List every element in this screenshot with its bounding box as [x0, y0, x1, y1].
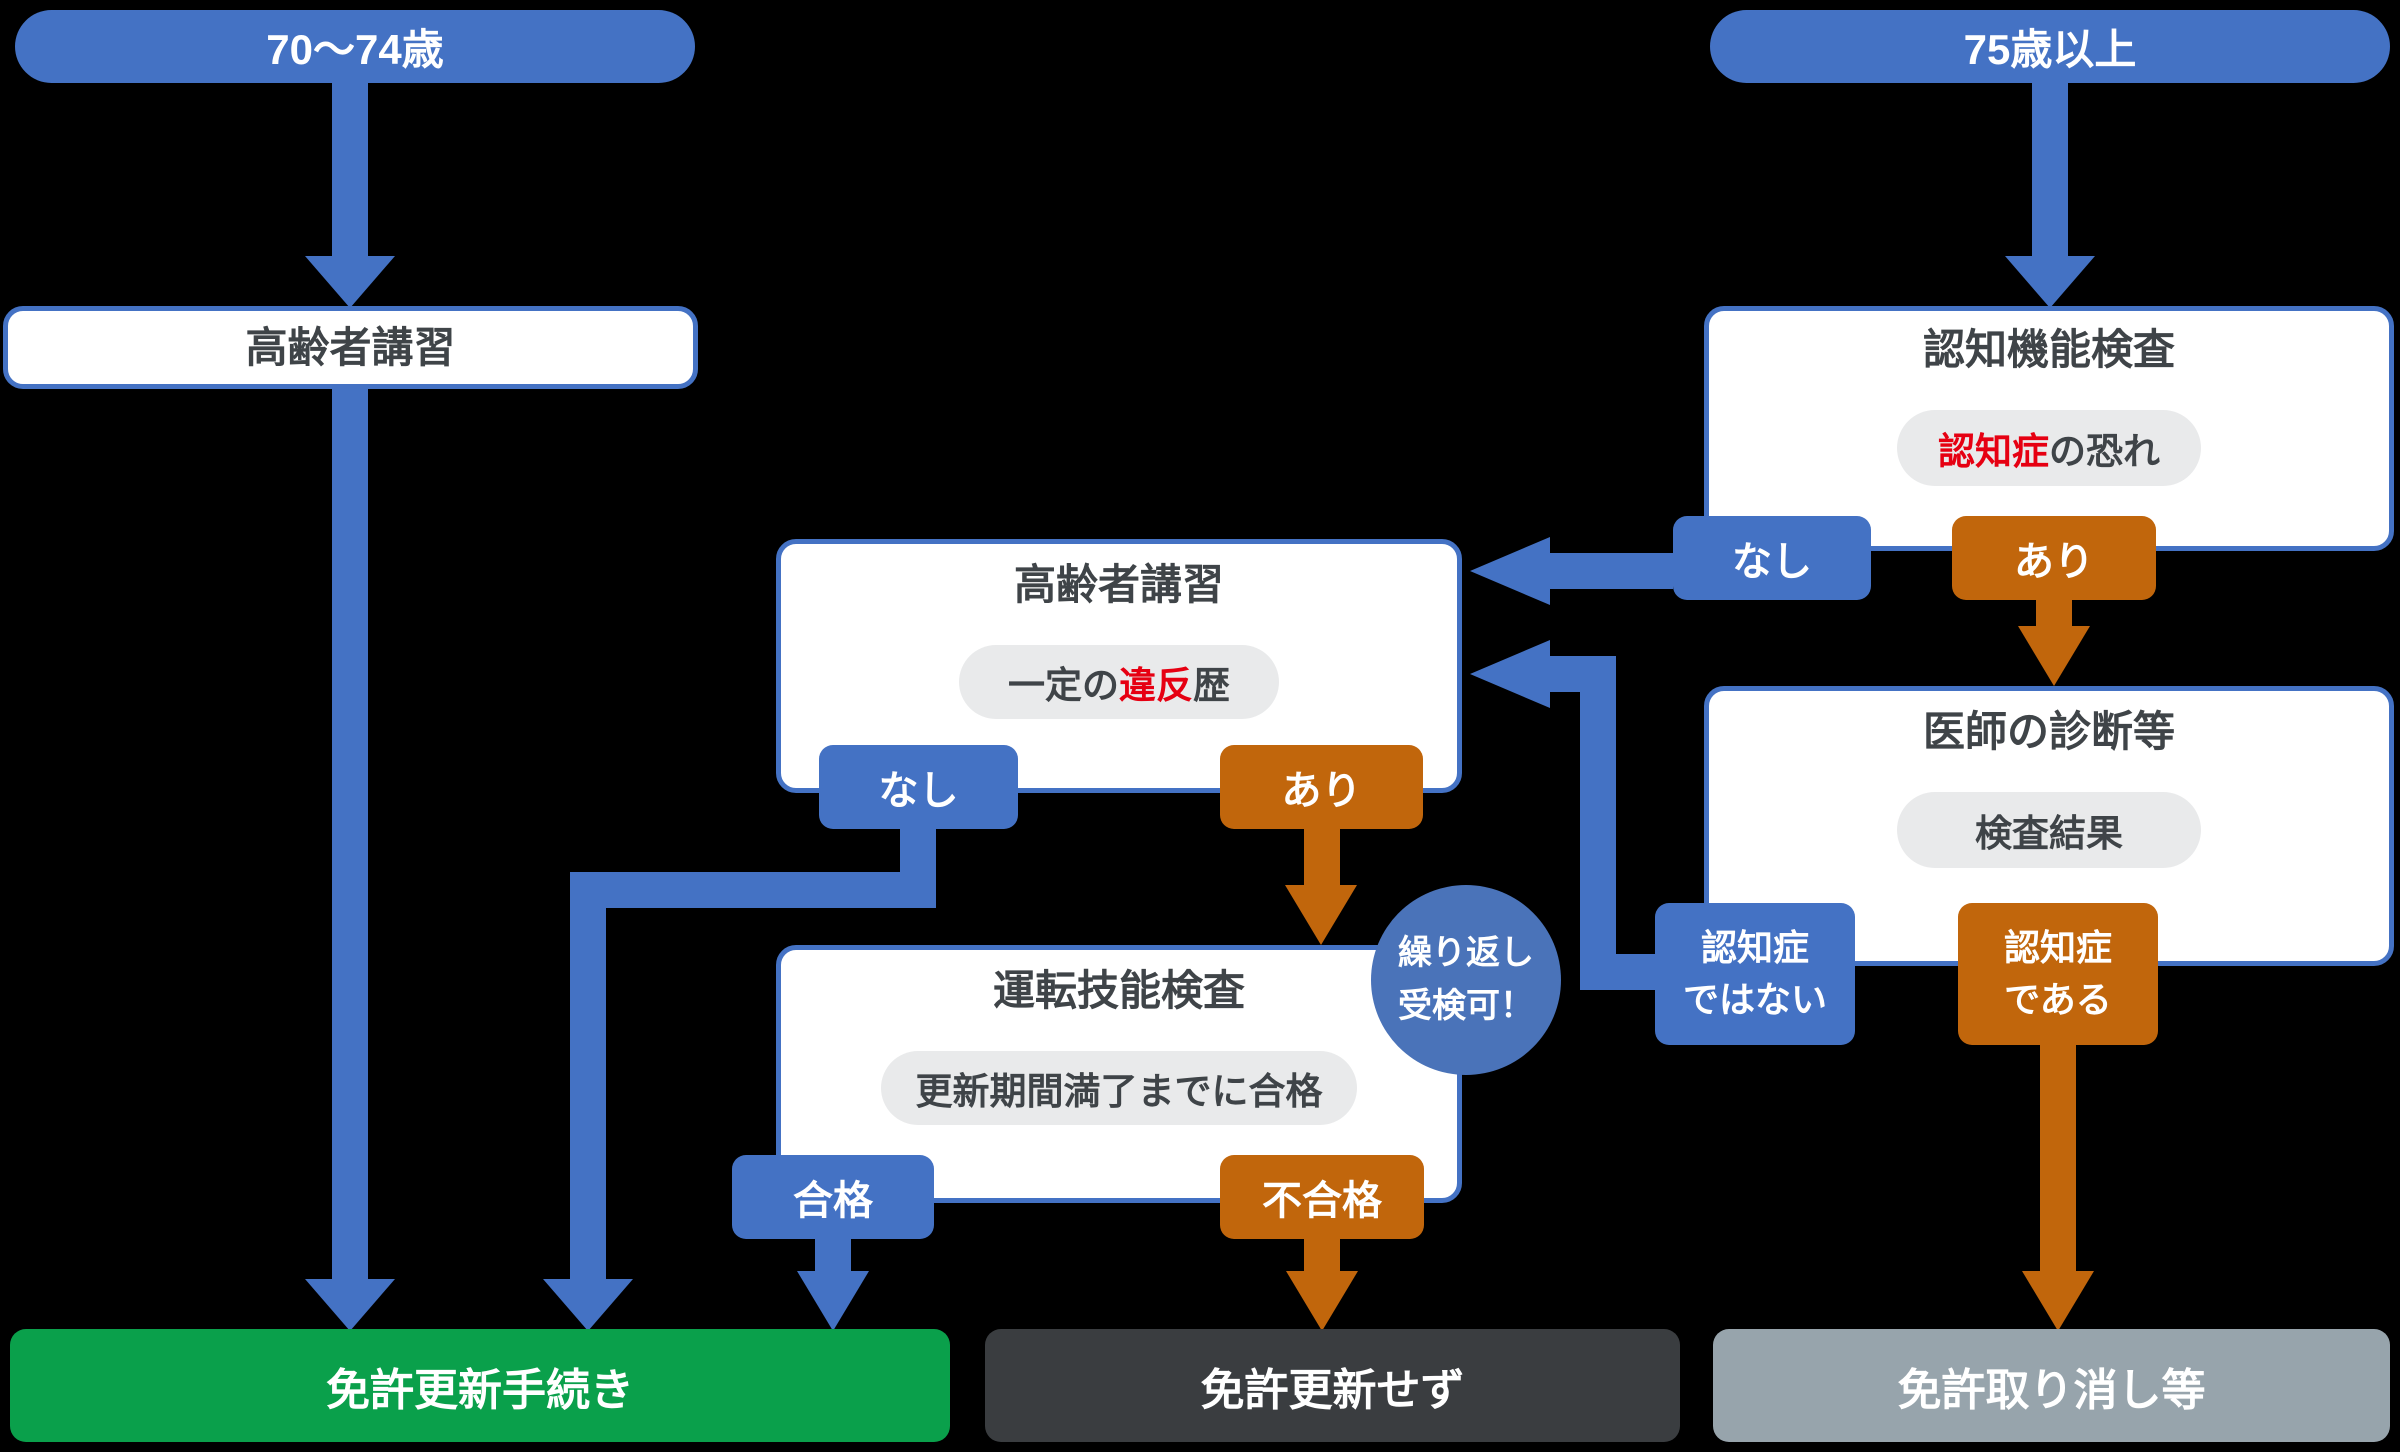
arrow-none-1-shaft — [1550, 553, 1673, 589]
node-cognitive-test: 認知機能検査 認知症の恐れ — [1704, 306, 2394, 551]
node-skill-test-title: 運転技能検査 — [992, 967, 1245, 1014]
start-pill-75-plus: 75歳以上 — [1710, 10, 2390, 83]
tag-not-dementia-line1: 認知症 — [1700, 926, 1809, 968]
node-doctor-title: 医師の診断等 — [1922, 708, 2175, 755]
note-repeat-line2: 受検可！ — [1398, 987, 1534, 1025]
note-repeat-circle: 繰り返し 受検可！ — [1371, 885, 1561, 1075]
violation-text-red: 違反 — [1119, 665, 1193, 707]
doctor-result-pill: 検査結果 — [1897, 792, 2201, 869]
arrow-75-down-head — [2005, 256, 2095, 308]
tag-none-2-label: なし — [878, 769, 959, 813]
arrow-75-down-shaft — [2032, 80, 2068, 258]
arrow-is-dementia-shaft — [2040, 1045, 2076, 1275]
arrow-yes-2-shaft — [1304, 829, 1340, 887]
tag-yes-2-label: あり — [1281, 769, 1362, 813]
node-left-course-title: 高齢者講習 — [245, 323, 456, 371]
arrow-yes-1-head — [2018, 626, 2090, 686]
tag-yes-1: あり — [1952, 516, 2156, 600]
doctor-result-text: 検査結果 — [1975, 813, 2123, 855]
outcome-renew-bar: 免許更新手続き — [10, 1329, 950, 1442]
arrow-70-74-down-head — [305, 256, 395, 308]
tag-not-dementia-line2: ではない — [1682, 979, 1827, 1020]
tag-pass: 合格 — [732, 1155, 934, 1239]
arrow-pass-shaft — [815, 1239, 851, 1275]
middle-course-condition-pill: 一定の違反歴 — [959, 645, 1279, 720]
tag-is-dementia-line2: である — [2004, 979, 2112, 1020]
tag-yes-1-label: あり — [2014, 540, 2094, 584]
arrow-none-1-head — [1470, 537, 1550, 605]
node-middle-course-title: 高齢者講習 — [1013, 561, 1224, 608]
arrow-left-long-head — [305, 1279, 395, 1331]
arrow-yes-2-head — [1285, 885, 1357, 945]
note-repeat-line1: 繰り返し — [1398, 934, 1534, 973]
arrow-70-74-down-shaft — [332, 80, 368, 258]
node-cognitive-test-title: 認知機能検査 — [1922, 326, 2175, 373]
arrow-none-2-head — [543, 1279, 633, 1331]
tag-is-dementia-line1: 認知症 — [2003, 926, 2112, 968]
condition-text-rest: の恐れ — [2049, 431, 2160, 473]
arrow-not-dementia-head — [1470, 640, 1550, 708]
outcome-no-renew-label: 免許更新せず — [1200, 1365, 1465, 1415]
tag-fail: 不合格 — [1220, 1155, 1424, 1239]
condition-text-red: 認知症 — [1938, 431, 2049, 473]
tag-yes-2: あり — [1220, 745, 1423, 829]
tag-none-2: なし — [819, 745, 1018, 829]
node-left-course: 高齢者講習 — [3, 306, 698, 389]
tag-is-dementia: 認知症 である — [1958, 903, 2158, 1045]
arrow-yes-1-shaft — [2036, 600, 2072, 630]
start-pill-70-74: 70〜74歳 — [15, 10, 695, 83]
arrow-fail-shaft — [1304, 1239, 1340, 1275]
outcome-revoke-label: 免許取り消し等 — [1897, 1365, 2206, 1415]
cognitive-test-condition-pill: 認知症の恐れ — [1897, 410, 2201, 487]
skill-test-condition-pill: 更新期間満了までに合格 — [881, 1051, 1357, 1126]
tag-fail-label: 不合格 — [1262, 1179, 1382, 1223]
skill-test-condition-text: 更新期間満了までに合格 — [915, 1071, 1323, 1113]
tag-pass-label: 合格 — [793, 1179, 873, 1223]
tag-none-1-label: なし — [1732, 540, 1812, 584]
arrow-none-2-horizontal — [570, 872, 936, 908]
violation-text-post: 歴 — [1193, 665, 1230, 707]
arrow-none-2-stub — [900, 829, 936, 875]
outcome-revoke-bar: 免許取り消し等 — [1713, 1329, 2390, 1442]
arrow-none-2-vertical — [570, 872, 606, 1281]
arrow-fail-head — [1286, 1271, 1358, 1331]
arrow-left-long-shaft — [332, 389, 368, 1283]
outcome-no-renew-bar: 免許更新せず — [985, 1329, 1680, 1442]
tag-none-1: なし — [1673, 516, 1871, 600]
arrow-is-dementia-head — [2022, 1271, 2094, 1331]
arrow-not-dementia-top-horizontal — [1550, 656, 1616, 692]
outcome-renew-label: 免許更新手続き — [326, 1365, 634, 1415]
arrow-not-dementia-vertical — [1580, 656, 1616, 990]
arrow-pass-head — [797, 1271, 869, 1331]
tag-not-dementia: 認知症 ではない — [1655, 903, 1855, 1045]
violation-text-pre: 一定の — [1008, 665, 1119, 707]
